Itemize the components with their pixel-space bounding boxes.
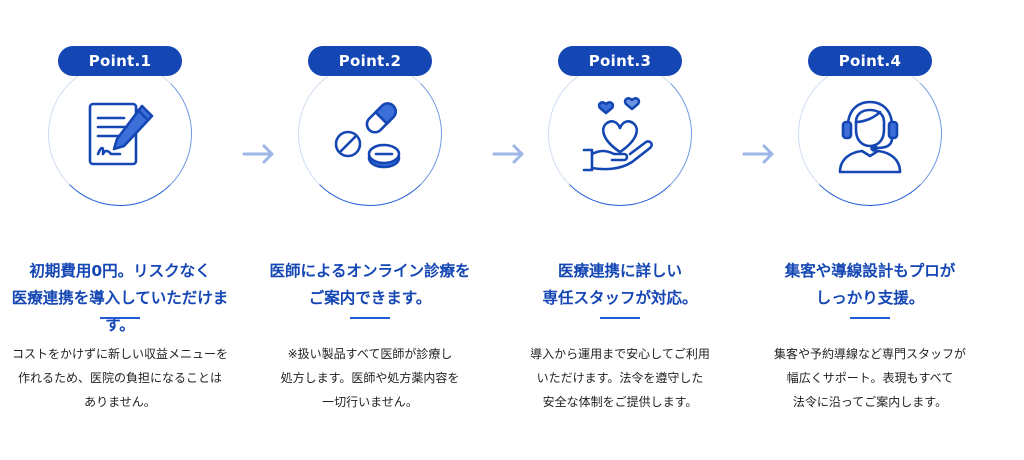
point-description: コストをかけずに新しい収益メニューを 作れるため、医院の負担になることは ありま… [11,347,228,409]
document-pen-icon [88,102,154,166]
icon-circle [298,62,442,206]
point-title: 初期費用0円。リスクなく 医療連携を導入していただけます。 [11,262,229,334]
point-title: 医療連携に詳しい 専任スタッフが対応。 [542,262,698,307]
divider [600,317,640,319]
point-description: 導入から運用まで安心してご利用 いただけます。法令を遵守した 安全な体制をご提供… [530,347,710,409]
icon-circle [48,62,192,206]
point-badge: Point.4 [808,46,932,76]
arrow-right-icon [742,144,774,164]
arrow-right-icon [492,144,524,164]
point-title: 医師によるオンライン診療を ご案内できます。 [269,262,471,307]
point-badge: Point.2 [308,46,432,76]
divider [850,317,890,319]
point-description: ※扱い製品すべて医師が診療し 処方します。医師や処方薬内容を 一切行いません。 [280,347,460,409]
pills-icon [334,102,401,169]
hand-hearts-icon [582,97,653,172]
divider [100,317,140,319]
icon-circle [798,62,942,206]
arrow-right-icon [242,144,274,164]
point-title: 集客や導線設計もプロが しっかり支援。 [784,262,956,307]
point-description: 集客や予約導線など専門スタッフが 幅広くサポート。表現もすべて 法令に沿ってご案… [773,347,966,409]
point-badge: Point.3 [558,46,682,76]
point-card-1: Point.1 初期費用0円。リスクなく 医療連携を導入していただけます。 コス… [0,0,240,460]
point-card-4: Point.4 集客や導線設計もプロが しっかり支援。 集客や予約導線など専門ス… [750,0,990,460]
support-headset-icon [838,100,902,174]
point-card-3: Point.3 医療連携に詳しい 専任スタッフが対応。 導入から運用まで安心して… [500,0,740,460]
icon-circle [548,62,692,206]
point-badge: Point.1 [58,46,182,76]
divider [350,317,390,319]
point-card-2: Point.2 医師によるオンライン診療を ご案内できます。 ※扱い製品すべて医… [250,0,490,460]
